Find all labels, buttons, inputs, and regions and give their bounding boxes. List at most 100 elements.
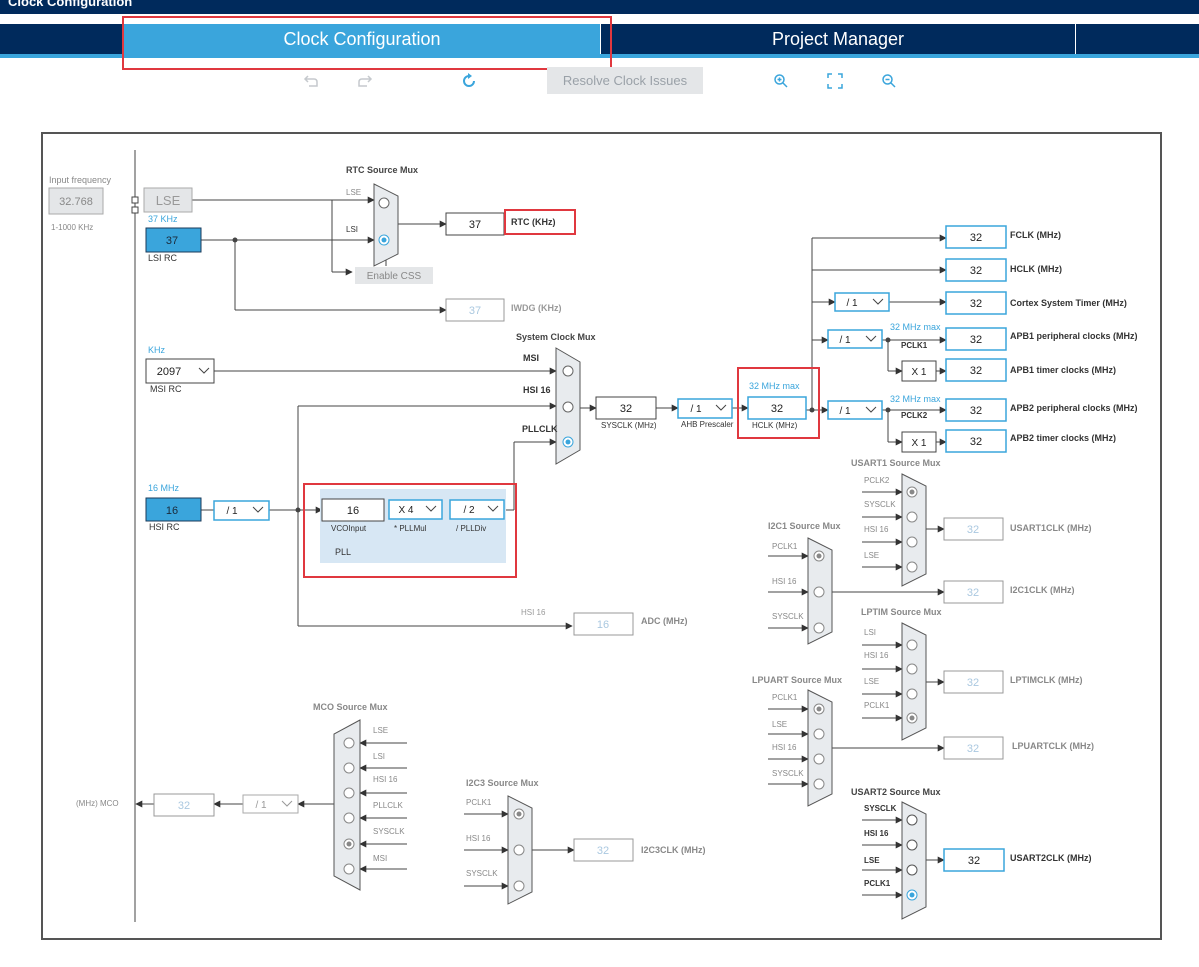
pll-div-select[interactable]: / 2 bbox=[463, 505, 475, 516]
lptim-radio-lse[interactable] bbox=[906, 688, 918, 700]
usart1-input-label: PCLK2 bbox=[864, 476, 890, 485]
cortex-timer-label: Cortex System Timer (MHz) bbox=[1010, 298, 1127, 308]
apb1-timer-value[interactable]: 32 bbox=[970, 365, 982, 377]
apb2-label: APB2 peripheral clocks (MHz) bbox=[1010, 403, 1138, 413]
adc-value: 16 bbox=[597, 619, 609, 631]
lptim-mux-title: LPTIM Source Mux bbox=[861, 607, 942, 617]
mco-input-label: LSE bbox=[373, 726, 388, 735]
pll-mul-select[interactable]: X 4 bbox=[398, 505, 413, 516]
lsi-rc-value[interactable]: 37 bbox=[166, 235, 178, 247]
ahb-prescaler-select[interactable]: / 1 bbox=[690, 404, 702, 415]
sys-mux-pll-label: PLLCLK bbox=[522, 424, 558, 434]
hclk-label: HCLK (MHz) bbox=[752, 421, 798, 430]
mco-radio-lse[interactable] bbox=[343, 737, 355, 749]
apb2-timer-value[interactable]: 32 bbox=[970, 436, 982, 448]
lpuart-source-mux bbox=[807, 689, 833, 807]
hsi-divider-select[interactable]: / 1 bbox=[226, 506, 238, 517]
usart1-source-mux bbox=[901, 473, 927, 587]
apb2-value[interactable]: 32 bbox=[970, 405, 982, 417]
pll-vco-label: VCOInput bbox=[331, 524, 367, 533]
i2c1-label: I2C1CLK (MHz) bbox=[1010, 585, 1075, 595]
apb2-divider-select[interactable]: / 1 bbox=[839, 406, 851, 417]
lptim-input-label: LSI bbox=[864, 628, 876, 637]
lpuart-input-label: LSE bbox=[772, 720, 787, 729]
chevron-down-icon bbox=[865, 335, 877, 342]
iwdg-label: IWDG (KHz) bbox=[511, 303, 562, 313]
input-frequency-field[interactable]: 32.768 bbox=[59, 196, 93, 208]
chevron-down-icon bbox=[715, 404, 727, 411]
adc-label: ADC (MHz) bbox=[641, 616, 688, 626]
mco-input-label: MSI bbox=[373, 854, 387, 863]
sys-radio-msi[interactable] bbox=[562, 365, 574, 377]
lsi-freq-label: 37 KHz bbox=[148, 214, 178, 224]
mco-radio-msi[interactable] bbox=[343, 863, 355, 875]
lptim-radio-lsi[interactable] bbox=[906, 639, 918, 651]
pll-vco-input-value[interactable]: 16 bbox=[347, 505, 359, 517]
refresh-icon[interactable] bbox=[457, 70, 481, 92]
i2c1-radio-sysclk[interactable] bbox=[813, 622, 825, 634]
cortex-timer-value[interactable]: 32 bbox=[970, 298, 982, 310]
msi-freq-label: KHz bbox=[148, 345, 166, 355]
rtc-radio-lse[interactable] bbox=[378, 197, 390, 209]
apb1-divider-select[interactable]: / 1 bbox=[839, 335, 851, 346]
usart2-radio-hsi[interactable] bbox=[906, 839, 918, 851]
pll-mul-label: * PLLMul bbox=[394, 524, 427, 533]
usart1-radio-lse[interactable] bbox=[906, 561, 918, 573]
mco-radio-hsi[interactable] bbox=[343, 787, 355, 799]
usart2-mux-title: USART2 Source Mux bbox=[851, 787, 941, 797]
lptim-input-label: LSE bbox=[864, 677, 879, 686]
lpuart-radio-sysclk[interactable] bbox=[813, 778, 825, 790]
fit-icon[interactable] bbox=[823, 70, 847, 92]
usart2-value[interactable]: 32 bbox=[968, 855, 980, 867]
usart1-value: 32 bbox=[967, 524, 979, 536]
lpuart-radio-lse[interactable] bbox=[813, 728, 825, 740]
sys-radio-hsi[interactable] bbox=[562, 401, 574, 413]
usart2-radio-lse[interactable] bbox=[906, 864, 918, 876]
redo-icon[interactable] bbox=[353, 70, 377, 92]
lptim-input-label: PCLK1 bbox=[864, 701, 890, 710]
chevron-down-icon bbox=[425, 505, 437, 512]
undo-icon[interactable] bbox=[299, 70, 323, 92]
mco-radio-lsi[interactable] bbox=[343, 762, 355, 774]
zoom-out-icon[interactable] bbox=[877, 70, 901, 92]
lpuart-radio-hsi[interactable] bbox=[813, 753, 825, 765]
enable-css-button[interactable]: Enable CSS bbox=[367, 271, 422, 282]
cortex-divider-select[interactable]: / 1 bbox=[846, 298, 858, 309]
hclk-out-label: HCLK (MHz) bbox=[1010, 264, 1062, 274]
resolve-clock-issues-button[interactable]: Resolve Clock Issues bbox=[547, 67, 703, 94]
usart1-radio-hsi[interactable] bbox=[906, 536, 918, 548]
hclk-max-label: 32 MHz max bbox=[749, 381, 800, 391]
lptim-source-mux bbox=[901, 622, 927, 741]
iwdg-value: 37 bbox=[469, 305, 481, 317]
lse-block[interactable]: LSE bbox=[156, 193, 181, 208]
hclk-value[interactable]: 32 bbox=[771, 403, 783, 415]
mco-source-mux bbox=[333, 719, 361, 891]
usart2-radio-sysclk[interactable] bbox=[906, 814, 918, 826]
mco-divider-select[interactable]: / 1 bbox=[255, 800, 267, 811]
sysclk-value[interactable]: 32 bbox=[620, 403, 632, 415]
i2c1-input-label: SYSCLK bbox=[772, 612, 804, 621]
tab-project-manager[interactable]: Project Manager bbox=[771, 29, 905, 49]
adc-hsi-label: HSI 16 bbox=[521, 608, 546, 617]
zoom-in-icon[interactable] bbox=[769, 70, 793, 92]
apb2-max-label: 32 MHz max bbox=[890, 394, 941, 404]
usart1-radio-sysclk[interactable] bbox=[906, 511, 918, 523]
i2c1-radio-hsi[interactable] bbox=[813, 586, 825, 598]
apb1-value[interactable]: 32 bbox=[970, 334, 982, 346]
i2c3-radio-sysclk[interactable] bbox=[513, 880, 525, 892]
msi-range-select[interactable]: 2097 bbox=[157, 366, 181, 378]
i2c3-input-label: PCLK1 bbox=[466, 798, 492, 807]
usart2-input-label: PCLK1 bbox=[864, 879, 891, 888]
tab-clock-configuration[interactable]: Clock Configuration bbox=[124, 24, 600, 54]
highlight-rtc bbox=[504, 209, 576, 235]
mco-radio-pllclk[interactable] bbox=[343, 812, 355, 824]
fclk-value[interactable]: 32 bbox=[970, 232, 982, 244]
i2c3-radio-hsi[interactable] bbox=[513, 844, 525, 856]
highlight-hclk bbox=[737, 367, 820, 439]
usart2-source-mux bbox=[901, 801, 927, 920]
hsi-rc-value[interactable]: 16 bbox=[166, 505, 178, 517]
lptim-radio-hsi[interactable] bbox=[906, 663, 918, 675]
hclk-out-value[interactable]: 32 bbox=[970, 265, 982, 277]
usart2-label: USART2CLK (MHz) bbox=[1010, 853, 1092, 863]
lpuart-input-label: PCLK1 bbox=[772, 693, 798, 702]
